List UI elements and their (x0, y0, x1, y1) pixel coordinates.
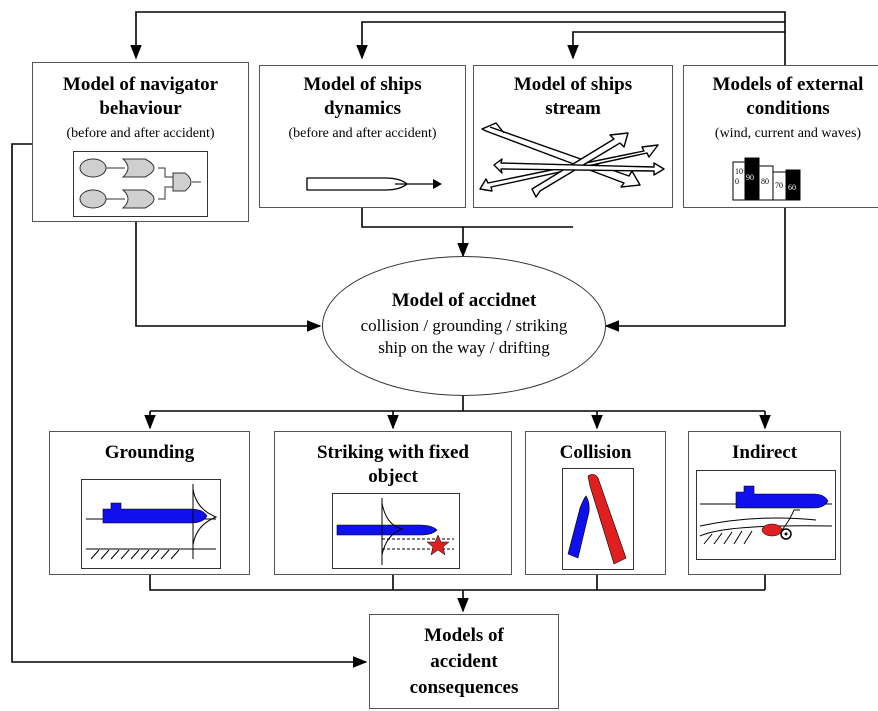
dynamics-title-line1: Model of ships (303, 74, 422, 95)
navigator-title-line2: behaviour (99, 98, 182, 119)
navigator-title-line1: Model of navigator (62, 74, 219, 95)
accident-line2: ship on the way / drifting (378, 338, 550, 357)
bar-label: 70 (775, 181, 783, 190)
accident-line1: collision / grounding / striking (360, 316, 568, 335)
grounding-box: Grounding (49, 431, 250, 575)
external-title-line1: Models of external (712, 74, 864, 95)
arrow-models-to-accident (361, 208, 573, 256)
feedback-line (130, 11, 786, 65)
striking-box: Striking with fixed object (274, 431, 512, 575)
striking-title-line1: Striking with fixed (316, 442, 470, 463)
indirect-ship-icon (696, 470, 836, 560)
indirect-title: Indirect (731, 442, 798, 463)
bar-label: 60 (788, 183, 796, 192)
grounding-title: Grounding (104, 442, 195, 463)
accident-model-ellipse: Model of accidnet collision / grounding … (322, 256, 606, 396)
ship-motion-icon (306, 177, 442, 191)
dynamics-model-box: Model of ships dynamics (before and afte… (259, 65, 466, 208)
dynamics-subtitle: (before and after accident) (288, 126, 437, 141)
striking-ship-icon (332, 493, 460, 569)
accident-title: Model of accidnet (391, 290, 537, 311)
external-model-box: Models of external conditions (wind, cur… (683, 65, 878, 208)
consequences-line2: accident (430, 651, 498, 672)
consequences-line3: consequences (409, 677, 519, 698)
consequences-line1: Models of (424, 625, 504, 646)
striking-title-line2: object (368, 466, 418, 487)
bar-label: 90 (746, 173, 754, 182)
feedback-line (567, 31, 785, 60)
bar-label: 10 (735, 167, 743, 176)
arrow-navigator-to-consequences (11, 143, 368, 668)
indirect-box: Indirect (688, 431, 841, 575)
dynamics-title-line2: dynamics (323, 98, 402, 119)
collision-title: Collision (559, 442, 632, 463)
weather-bars-icon: 10 0 90 80 70 60 (732, 157, 801, 201)
grounding-ship-icon (81, 479, 221, 569)
arrow-external-to-accident (604, 208, 786, 332)
ship-stream-arrows-icon (479, 122, 665, 198)
svg-text:0: 0 (735, 177, 739, 186)
stream-model-box: Model of ships stream (473, 65, 673, 208)
stream-title-line2: stream (545, 98, 601, 119)
accident-branch-line (150, 396, 765, 412)
external-subtitle: (wind, current and waves) (714, 126, 862, 141)
stream-title-line1: Model of ships (513, 74, 633, 95)
collision-box: Collision (525, 431, 666, 575)
feedback-line (356, 21, 785, 60)
logic-gates-icon (73, 151, 208, 217)
arrow-navigator-to-accident (135, 222, 322, 332)
navigator-model-box: Model of navigator behaviour (before and… (32, 62, 249, 222)
collision-ships-icon (562, 468, 634, 570)
bar-label: 80 (761, 177, 769, 186)
consequences-box: Models of accident consequences (369, 614, 559, 709)
navigator-subtitle: (before and after accident) (66, 126, 215, 141)
outcomes-merge-line (149, 575, 766, 591)
external-title-line2: conditions (746, 98, 830, 119)
